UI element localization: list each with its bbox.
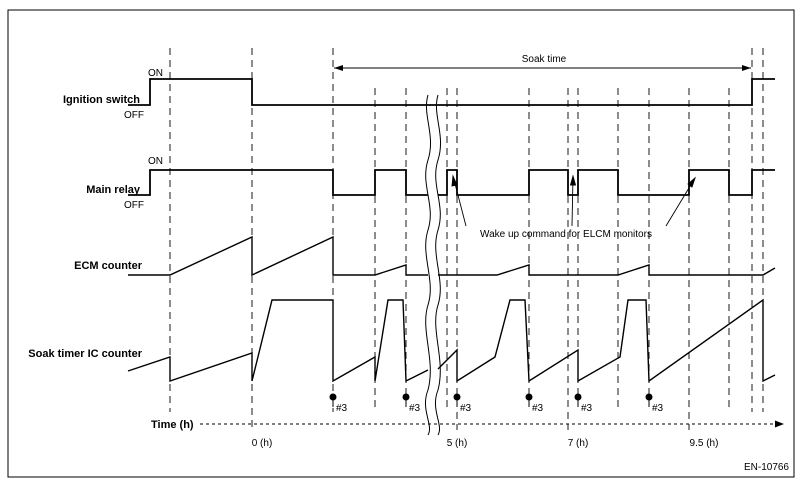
soak-timer-waveform bbox=[127, 298, 776, 383]
ecm-counter-waveform bbox=[128, 235, 776, 277]
wake-up-label: Wake up command for ELCM monitors bbox=[480, 229, 652, 240]
marker-3: #3 bbox=[329, 393, 348, 414]
marker-3: #3 bbox=[402, 393, 421, 414]
tick-label: 9.5 (h) bbox=[690, 438, 719, 449]
tick-label: 7 (h) bbox=[568, 438, 589, 449]
wake-up-arrows bbox=[451, 174, 696, 227]
main-relay-label: Main relay bbox=[86, 184, 141, 196]
marker-3: #3 bbox=[574, 393, 593, 414]
marker-3: #3 bbox=[525, 393, 544, 414]
ignition-on-label: ON bbox=[148, 68, 163, 79]
figure-id: EN-10766 bbox=[744, 462, 789, 473]
ecm-counter-label: ECM counter bbox=[74, 260, 143, 272]
ignition-off-label: OFF bbox=[124, 110, 144, 121]
soak-time-arrow bbox=[334, 65, 751, 71]
diagram-frame bbox=[7, 9, 795, 478]
relay-on-label: ON bbox=[148, 156, 163, 167]
tick-label: 0 (h) bbox=[252, 438, 273, 449]
time-break-symbol bbox=[424, 94, 442, 436]
marker-3: #3 bbox=[453, 393, 472, 414]
soak-time-label: Soak time bbox=[522, 54, 567, 65]
svg-text:#3: #3 bbox=[409, 403, 421, 414]
marker-group: #3 #3 #3 #3 #3 #3 bbox=[329, 393, 664, 414]
marker-3: #3 bbox=[645, 393, 664, 414]
ignition-switch-label: Ignition switch bbox=[63, 94, 140, 106]
svg-text:#3: #3 bbox=[336, 403, 348, 414]
svg-text:#3: #3 bbox=[652, 403, 664, 414]
relay-off-label: OFF bbox=[124, 200, 144, 211]
main-relay-waveform bbox=[128, 169, 775, 196]
tick-label: 5 (h) bbox=[447, 438, 468, 449]
svg-text:#3: #3 bbox=[532, 403, 544, 414]
svg-text:#3: #3 bbox=[460, 403, 472, 414]
soak-timer-label: Soak timer IC counter bbox=[28, 348, 142, 360]
svg-text:#3: #3 bbox=[581, 403, 593, 414]
ignition-switch-waveform bbox=[128, 78, 775, 106]
time-axis-label: Time (h) bbox=[151, 419, 194, 431]
time-axis bbox=[200, 420, 784, 428]
